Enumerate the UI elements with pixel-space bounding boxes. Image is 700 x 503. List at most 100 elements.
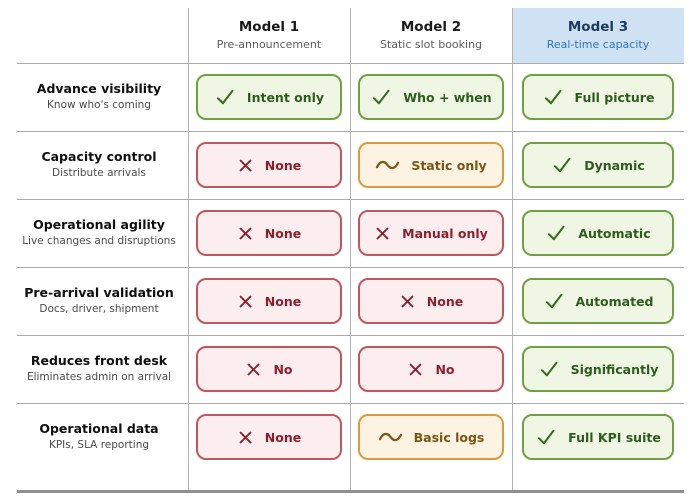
status-cell: No xyxy=(350,335,512,403)
status-cell: None xyxy=(188,199,350,267)
status-badge: Intent only xyxy=(196,74,342,120)
model-3-subtitle: Real-time capacity xyxy=(546,38,650,52)
status-cell: None xyxy=(188,131,350,199)
check-icon xyxy=(544,89,562,105)
status-badge: No xyxy=(358,346,504,392)
status-badge: None xyxy=(196,278,342,324)
status-badge: Basic logs xyxy=(358,414,504,460)
status-label: Static only xyxy=(411,157,487,173)
status-badge: Full picture xyxy=(522,74,674,120)
status-label: None xyxy=(264,429,302,445)
column-divider xyxy=(188,8,189,490)
status-badge: Significantly xyxy=(522,346,674,392)
status-cell: Significantly xyxy=(512,335,684,403)
status-cell: Intent only xyxy=(188,63,350,131)
criterion-label: Operational agility xyxy=(33,217,165,233)
status-cell: No xyxy=(188,335,350,403)
status-label: Manual only xyxy=(402,225,488,241)
status-cell: Static only xyxy=(350,131,512,199)
status-cell: None xyxy=(350,267,512,335)
criterion-sublabel: Docs, driver, shipment xyxy=(39,303,159,316)
criterion-label: Pre-arrival validation xyxy=(24,285,174,301)
status-badge: None xyxy=(358,278,504,324)
model-3-header: Model 3 Real-time capacity xyxy=(512,8,684,63)
row-divider xyxy=(17,267,684,268)
row-divider xyxy=(17,131,684,132)
status-badge: No xyxy=(196,346,342,392)
table-grid: Model 1 Pre-announcement Model 2 Static … xyxy=(10,8,684,471)
status-cell: Basic logs xyxy=(350,403,512,471)
model-1-title: Model 1 xyxy=(238,19,300,36)
table-bottom-border xyxy=(17,490,684,493)
status-label: Intent only xyxy=(246,89,325,105)
status-label: None xyxy=(426,293,464,309)
cross-icon xyxy=(239,295,252,307)
check-icon xyxy=(216,89,234,105)
status-label: Who + when xyxy=(403,89,492,105)
status-badge: Dynamic xyxy=(522,142,674,188)
corner-cell xyxy=(10,8,188,63)
tilde-icon xyxy=(376,160,400,170)
status-label: Automated xyxy=(575,293,654,309)
check-icon xyxy=(545,293,562,309)
check-icon xyxy=(373,89,390,105)
status-label: No xyxy=(273,361,293,377)
status-label: Full KPI suite xyxy=(568,429,661,445)
row-divider xyxy=(17,199,684,200)
status-cell: Manual only xyxy=(350,199,512,267)
criterion-label: Advance visibility xyxy=(36,81,162,97)
row-divider xyxy=(17,403,684,404)
status-cell: None xyxy=(188,403,350,471)
model-2-title: Model 2 xyxy=(400,19,462,36)
status-badge: Automated xyxy=(522,278,674,324)
status-cell: Who + when xyxy=(350,63,512,131)
cross-icon xyxy=(239,227,252,239)
criterion-sublabel: Eliminates admin on arrival xyxy=(26,371,172,384)
model-2-subtitle: Static slot booking xyxy=(379,38,483,52)
model-2-header: Model 2 Static slot booking xyxy=(350,8,512,63)
check-icon xyxy=(538,429,555,445)
criterion-sublabel: KPIs, SLA reporting xyxy=(48,439,150,452)
status-label: None xyxy=(264,293,302,309)
criterion-label: Capacity control xyxy=(41,149,157,165)
status-label: No xyxy=(435,361,455,377)
cross-icon xyxy=(239,159,252,171)
status-badge: None xyxy=(196,414,342,460)
status-label: None xyxy=(264,157,302,173)
model-3-title: Model 3 xyxy=(567,19,629,36)
status-cell: Full picture xyxy=(512,63,684,131)
status-label: Basic logs xyxy=(413,429,485,445)
status-label: Automatic xyxy=(578,225,651,241)
column-divider xyxy=(512,8,513,490)
status-cell: None xyxy=(188,267,350,335)
status-badge: Automatic xyxy=(522,210,674,256)
cross-icon xyxy=(239,431,252,443)
tilde-icon xyxy=(378,432,402,442)
model-1-subtitle: Pre-announcement xyxy=(216,38,322,52)
status-cell: Automated xyxy=(512,267,684,335)
criterion-sublabel: Distribute arrivals xyxy=(52,167,146,180)
status-badge: None xyxy=(196,142,342,188)
status-label: Significantly xyxy=(570,361,659,377)
check-icon xyxy=(554,157,571,173)
cross-icon xyxy=(376,227,389,239)
status-cell: Dynamic xyxy=(512,131,684,199)
row-divider xyxy=(17,335,684,336)
status-label: Full picture xyxy=(574,89,655,105)
status-label: Dynamic xyxy=(584,157,645,173)
row-divider xyxy=(17,63,684,64)
status-cell: Automatic xyxy=(512,199,684,267)
cross-icon xyxy=(401,295,414,307)
status-badge: Manual only xyxy=(358,210,504,256)
criterion-sublabel: Live changes and disruptions xyxy=(22,235,176,248)
check-icon xyxy=(548,225,565,241)
criterion-label: Operational data xyxy=(39,421,159,437)
status-badge: None xyxy=(196,210,342,256)
status-badge: Who + when xyxy=(358,74,504,120)
